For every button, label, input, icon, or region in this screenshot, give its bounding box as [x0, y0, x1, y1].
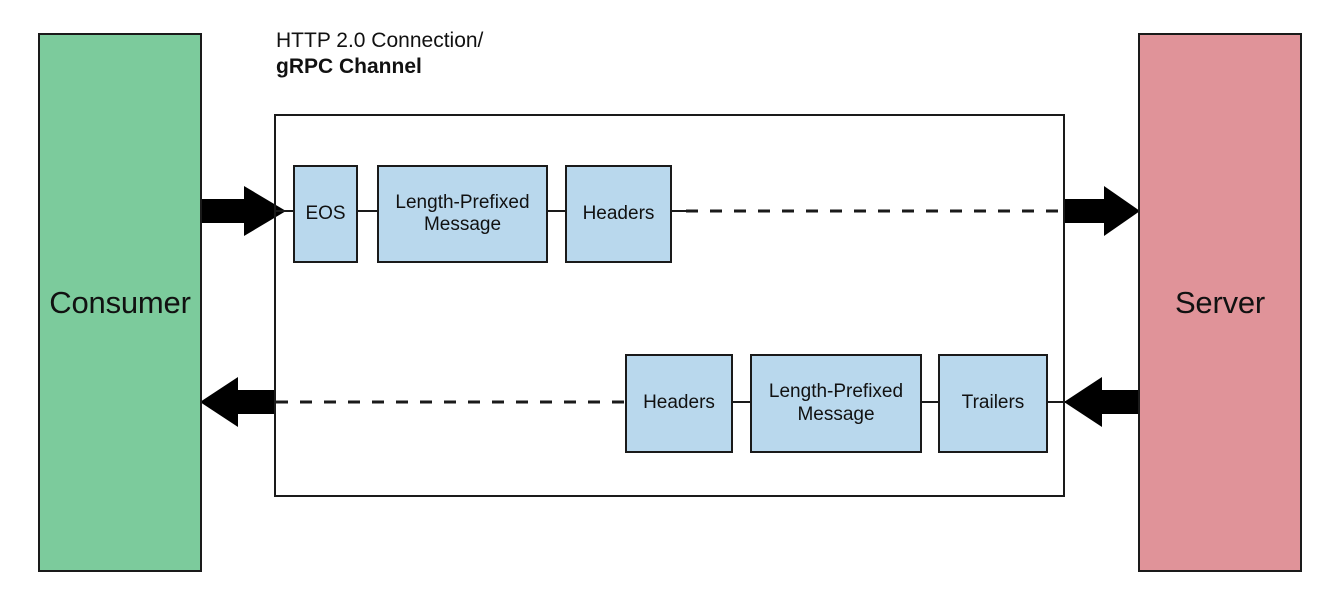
- request-arrow-channel-to-server: [1064, 186, 1140, 236]
- response-frame-headers[interactable]: Headers: [625, 354, 733, 453]
- request-frame-eos-label: EOS: [305, 202, 346, 224]
- consumer-node[interactable]: Consumer: [38, 33, 202, 572]
- response-arrow-channel-to-consumer: [200, 377, 276, 427]
- response-frame-length-prefixed-message-label: Length-Prefixed Message: [768, 381, 904, 425]
- request-frame-headers-label: Headers: [582, 202, 655, 224]
- channel-title-line-2: gRPC Channel: [276, 54, 422, 78]
- request-frame-length-prefixed-message[interactable]: Length-Prefixed Message: [377, 165, 548, 263]
- grpc-channel-box: [274, 114, 1065, 497]
- channel-title: HTTP 2.0 Connection/ gRPC Channel: [276, 28, 696, 79]
- consumer-label: Consumer: [49, 284, 191, 320]
- response-arrow-server-to-channel: [1064, 377, 1140, 427]
- request-frame-headers[interactable]: Headers: [565, 165, 672, 263]
- response-frame-trailers-label: Trailers: [961, 392, 1025, 414]
- response-frame-trailers[interactable]: Trailers: [938, 354, 1048, 453]
- channel-title-line-1: HTTP 2.0 Connection/: [276, 29, 484, 52]
- request-frame-length-prefixed-message-label: Length-Prefixed Message: [395, 191, 530, 235]
- server-label: Server: [1174, 284, 1266, 320]
- server-node[interactable]: Server: [1138, 33, 1302, 572]
- response-frame-length-prefixed-message[interactable]: Length-Prefixed Message: [750, 354, 922, 453]
- request-frame-eos[interactable]: EOS: [293, 165, 358, 263]
- response-frame-headers-label: Headers: [643, 392, 715, 414]
